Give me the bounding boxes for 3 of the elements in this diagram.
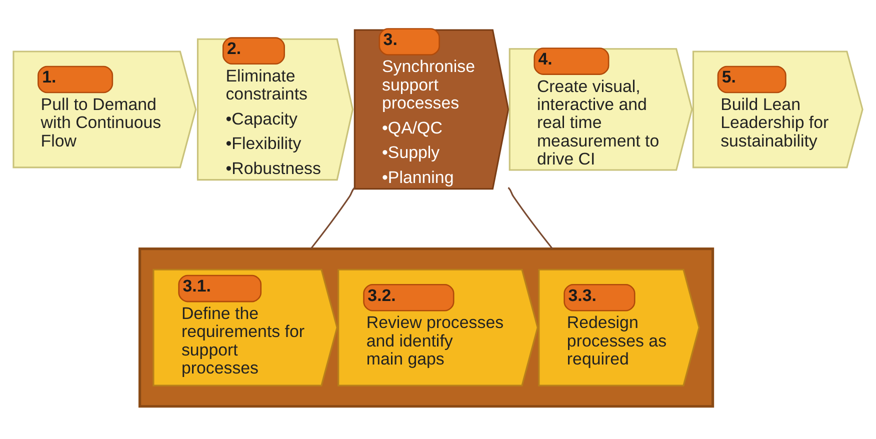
connector xyxy=(310,187,356,250)
connector xyxy=(508,187,554,250)
cluster xyxy=(138,248,714,408)
